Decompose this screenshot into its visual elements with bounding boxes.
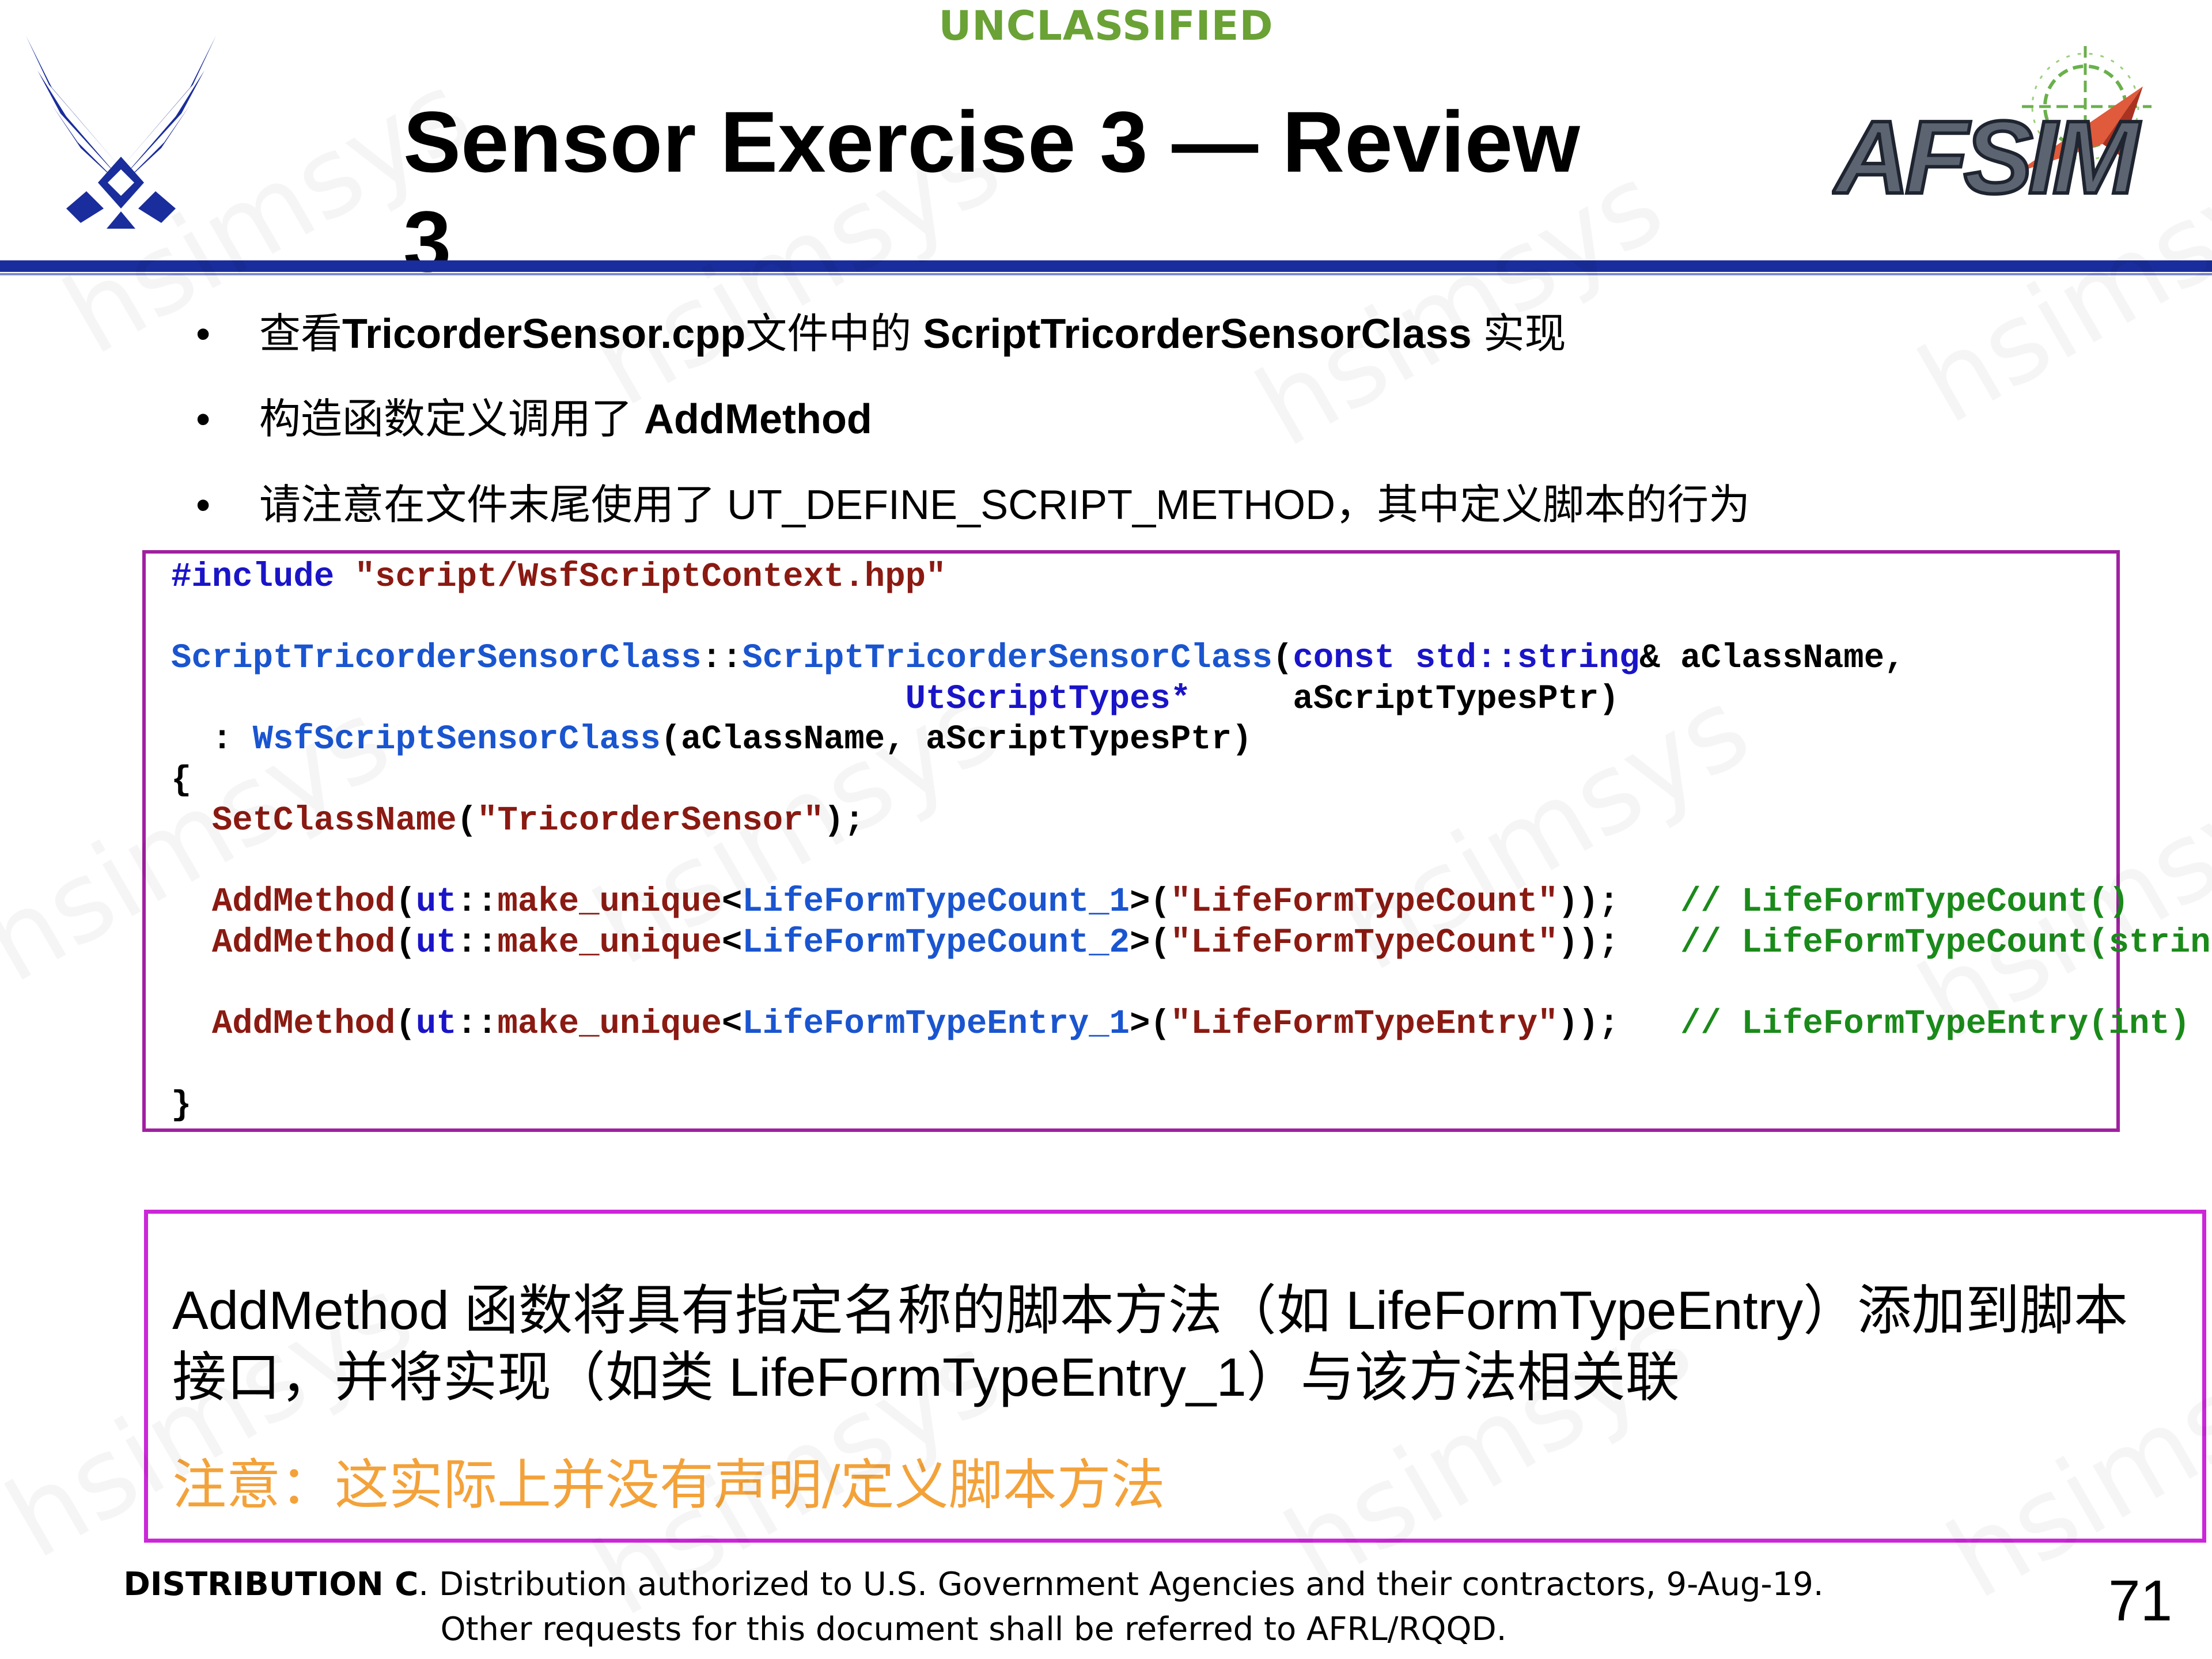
code-token: "script/WsfScriptContext.hpp"	[354, 558, 946, 596]
classification-banner: UNCLASSIFIED	[938, 2, 1274, 50]
code-token: make_unique	[497, 923, 722, 962]
header-rule-thin	[0, 273, 2212, 275]
code-token: ut	[415, 882, 457, 921]
code-token: AddMethod	[211, 882, 396, 921]
page-number: 71	[2108, 1569, 2173, 1633]
bullet-text: 查看TricorderSensor.cpp文件中的 ScriptTricorde…	[259, 311, 1566, 357]
code-token: &	[1639, 639, 1660, 677]
code-token: ut	[415, 1004, 457, 1043]
air-force-wings-icon	[26, 36, 216, 230]
code-token: UtScriptTypes*	[905, 679, 1191, 718]
code-token: make_unique	[497, 882, 722, 921]
bullet-marker: •	[196, 482, 211, 528]
code-block: #include "script/WsfScriptContext.hpp" S…	[142, 550, 2212, 1132]
distribution-label: DISTRIBUTION C	[123, 1566, 419, 1603]
code-token: const	[1293, 639, 1395, 677]
code-listing: #include "script/WsfScriptContext.hpp" S…	[171, 557, 2212, 1126]
bullet-text: 构造函数定义调用了 AddMethod	[259, 396, 872, 442]
code-token: (aClassName, aScriptTypesPtr)	[660, 720, 1252, 759]
code-token: AddMethod	[211, 1004, 396, 1043]
distribution-line-1: DISTRIBUTION C. Distribution authorized …	[123, 1566, 1824, 1603]
code-token: aScriptTypesPtr)	[1293, 679, 1619, 718]
code-token: LifeFormTypeCount_1	[742, 882, 1130, 921]
bullet-marker: •	[196, 396, 211, 442]
code-token: std::string	[1415, 639, 1640, 677]
code-token: AddMethod	[211, 923, 396, 962]
code-token: ScriptTricorderSensorClass	[171, 639, 702, 677]
code-token: "LifeFormTypeCount"	[1170, 923, 1558, 962]
note-box: AddMethod 函数将具有指定名称的脚本方法（如 LifeFormTypeE…	[144, 1210, 2206, 1543]
code-token: {	[171, 760, 192, 800]
distribution-statement: DISTRIBUTION C. Distribution authorized …	[0, 1562, 1947, 1652]
code-token: SetClassName	[211, 801, 457, 840]
crosshair-icon	[2016, 46, 2152, 173]
code-token: WsfScriptSensorClass	[252, 720, 661, 759]
bullet-text: 请注意在文件末尾使用了 UT_DEFINE_SCRIPT_METHOD，其中定义…	[259, 482, 1751, 528]
distribution-line-2: Other requests for this document shall b…	[440, 1611, 1507, 1648]
code-token: }	[171, 1085, 192, 1124]
code-token: ::	[701, 639, 743, 677]
code-token: ScriptTricorderSensorClass	[742, 639, 1272, 677]
code-token: ut	[415, 923, 457, 962]
code-token: "LifeFormTypeEntry"	[1170, 1004, 1558, 1043]
code-token: LifeFormTypeEntry_1	[742, 1004, 1130, 1043]
code-token: // LifeFormTypeCount(string)	[1680, 923, 2212, 962]
code-token: "TricorderSensor"	[477, 801, 824, 840]
bullet-marker: •	[196, 311, 211, 357]
code-token: "LifeFormTypeCount"	[1170, 882, 1558, 921]
note-text: AddMethod 函数将具有指定名称的脚本方法（如 LifeFormTypeE…	[172, 1280, 2128, 1407]
afsim-logo-text: AFSIM	[1832, 100, 2141, 213]
code-token: // LifeFormTypeEntry(int)	[1680, 1004, 2191, 1043]
header-rule	[0, 260, 2212, 272]
note-warning: 注意：这实际上并没有声明/定义脚本方法	[172, 1454, 1165, 1517]
code-token: aClassName,	[1680, 639, 1905, 677]
code-token: #include	[171, 558, 335, 596]
code-token: :	[211, 720, 233, 759]
afsim-logo: AFSIM	[1831, 46, 2172, 217]
code-token: // LifeFormTypeCount()	[1680, 882, 2129, 921]
code-token: LifeFormTypeCount_2	[742, 923, 1130, 962]
code-token: make_unique	[497, 1004, 722, 1043]
slide-title: Sensor Exercise 3 — Review 3	[403, 93, 1580, 290]
